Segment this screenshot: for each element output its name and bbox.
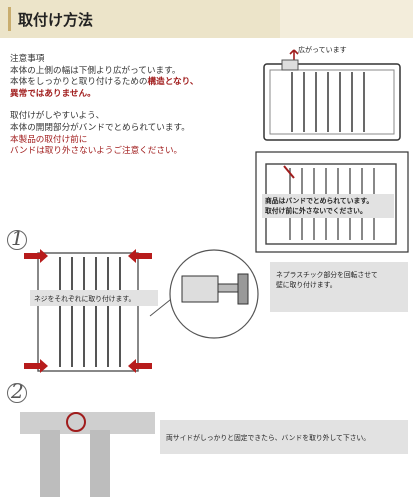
notes-line-2: 本体をしっかりと取り付けるための構造となり、: [10, 77, 260, 89]
step-1-gate-figure: [24, 249, 152, 373]
band-label-2: 取付け前に外さないでください。: [265, 207, 367, 215]
notes-section: 注意事項 本体の上側の幅は下側より広がっています。 本体をしっかりと取り付けるた…: [10, 54, 260, 158]
notes-line-1: 本体の上側の幅は下側より広がっています。: [10, 65, 181, 76]
gate-top-figure: [263, 49, 401, 141]
notes-line-4: 取付けがしやすいよう、: [10, 111, 105, 122]
notes-heading: 注意事項: [10, 54, 45, 64]
band-label-1: 商品はバンドでとめられています。: [265, 197, 374, 205]
notes-line-3: 異常ではありません。: [10, 88, 96, 99]
notes-line-5: 本体の開閉部分がバンドでとめられています。: [10, 122, 190, 133]
step-1-circle: [7, 230, 27, 250]
notes-line-6: 本製品の取付け前に: [10, 134, 88, 145]
header-band: [0, 0, 280, 38]
screw-note-box: ネジをそれぞれに取り付けます。: [30, 290, 158, 306]
notes-line-7: バンドは取り外さないようご注意ください。: [10, 146, 183, 157]
step-2-number: 2: [11, 379, 24, 403]
band-remove-note: 両サイドがしっかりと固定できたら、バンドを取り外して下さい。: [166, 434, 371, 442]
screw-note: ネジをそれぞれに取り付けます。: [34, 295, 136, 303]
step-2-circle: [7, 383, 27, 403]
gate-top-callout: 広がっています: [298, 46, 347, 54]
screw-detail-figure: [149, 249, 259, 339]
header-bar: 取付け方法: [0, 0, 413, 38]
rotate-note-2: 壁に取り付けます。: [276, 281, 337, 289]
page-title: 取付け方法: [18, 11, 94, 29]
step-1-number: 1: [11, 226, 24, 250]
notes-line-2b: 構造となり、: [147, 77, 199, 88]
rotate-note-box: ネプラスチック部分を回転させて 壁に取り付けます。: [270, 262, 408, 312]
header-accent: [8, 7, 11, 31]
step-2-latch-figure: [20, 412, 155, 497]
band-remove-note-box: 両サイドがしっかりと固定できたら、バンドを取り外して下さい。: [160, 420, 408, 454]
band-label-box: 商品はバンドでとめられています。 取付け前に外さないでください。: [262, 194, 394, 218]
rotate-note-1: ネプラスチック部分を回転させて: [276, 271, 378, 279]
notes-line-2a: 本体をしっかりと取り付けるための: [10, 77, 148, 88]
